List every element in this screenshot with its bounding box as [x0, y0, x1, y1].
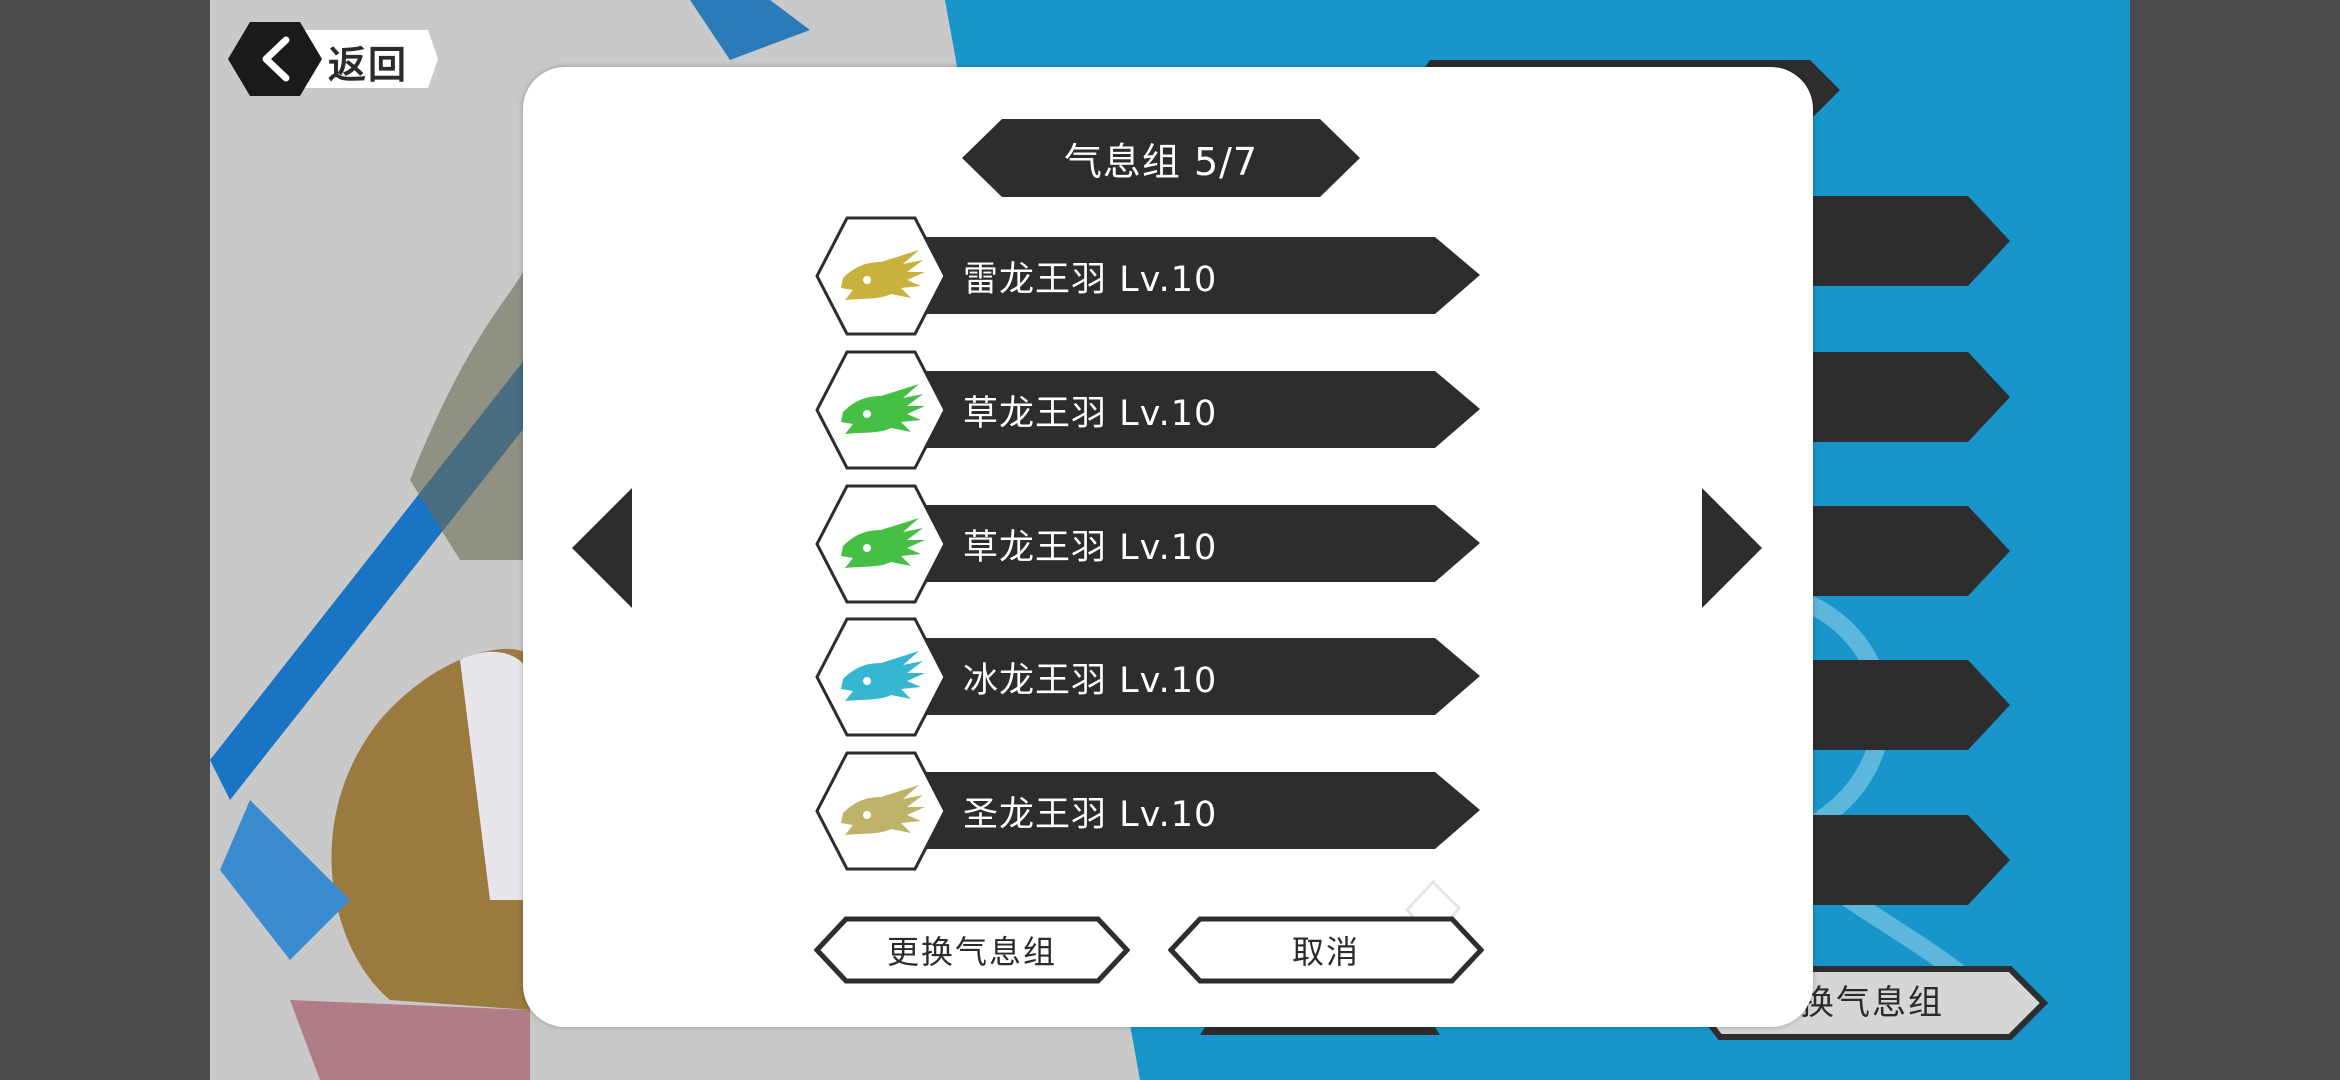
- chevron-left-icon: [262, 36, 290, 82]
- group-title-banner: 气息组 5/7: [962, 119, 1360, 197]
- bg-slot-bar-5: [1810, 815, 2010, 905]
- feather-item-3[interactable]: 草龙王羽 Lv.10: [815, 484, 1480, 604]
- back-button[interactable]: 返回: [228, 22, 438, 96]
- back-label: 返回: [328, 43, 409, 87]
- next-page-button[interactable]: [1700, 486, 1764, 614]
- group-title: 气息组 5/7: [1063, 139, 1259, 184]
- prev-page-button[interactable]: [570, 486, 634, 614]
- grass-dragon-feather-icon: [815, 350, 947, 470]
- feather-item-2[interactable]: 草龙王羽 Lv.10: [815, 350, 1480, 470]
- bg-slot-bar-1: [1810, 196, 2010, 286]
- ice-dragon-feather-icon: [815, 617, 947, 737]
- feather-item-5[interactable]: 圣龙王羽 Lv.10: [815, 751, 1480, 871]
- bg-slot-bar-3: [1810, 506, 2010, 596]
- triangle-left-icon: [572, 488, 632, 608]
- triangle-right-icon: [1702, 488, 1762, 608]
- feather-item-2-label: 草龙王羽 Lv.10: [963, 393, 1218, 434]
- change-breath-group-label: 更换气息组: [886, 933, 1057, 971]
- feather-item-4[interactable]: 冰龙王羽 Lv.10: [815, 617, 1480, 737]
- bg-slot-bar-2: [1810, 352, 2010, 442]
- feather-item-1-label: 雷龙王羽 Lv.10: [963, 259, 1218, 300]
- bg-change-group-label: 换气息组: [1800, 983, 1944, 1023]
- bg-slot-bar-4: [1810, 660, 2010, 750]
- thunder-dragon-feather-icon: [815, 216, 947, 336]
- cancel-button[interactable]: 取消: [1168, 916, 1484, 984]
- feather-item-3-label: 草龙王羽 Lv.10: [963, 527, 1218, 568]
- feather-item-4-label: 冰龙王羽 Lv.10: [963, 660, 1218, 701]
- feather-item-5-label: 圣龙王羽 Lv.10: [963, 794, 1218, 835]
- change-breath-group-button[interactable]: 更换气息组: [814, 916, 1130, 984]
- holy-dragon-feather-icon: [815, 751, 947, 871]
- back-button-frame: [228, 22, 438, 96]
- feather-item-1[interactable]: 雷龙王羽 Lv.10: [815, 216, 1480, 336]
- cancel-label: 取消: [1291, 933, 1360, 971]
- grass-dragon-feather-icon: [815, 484, 947, 604]
